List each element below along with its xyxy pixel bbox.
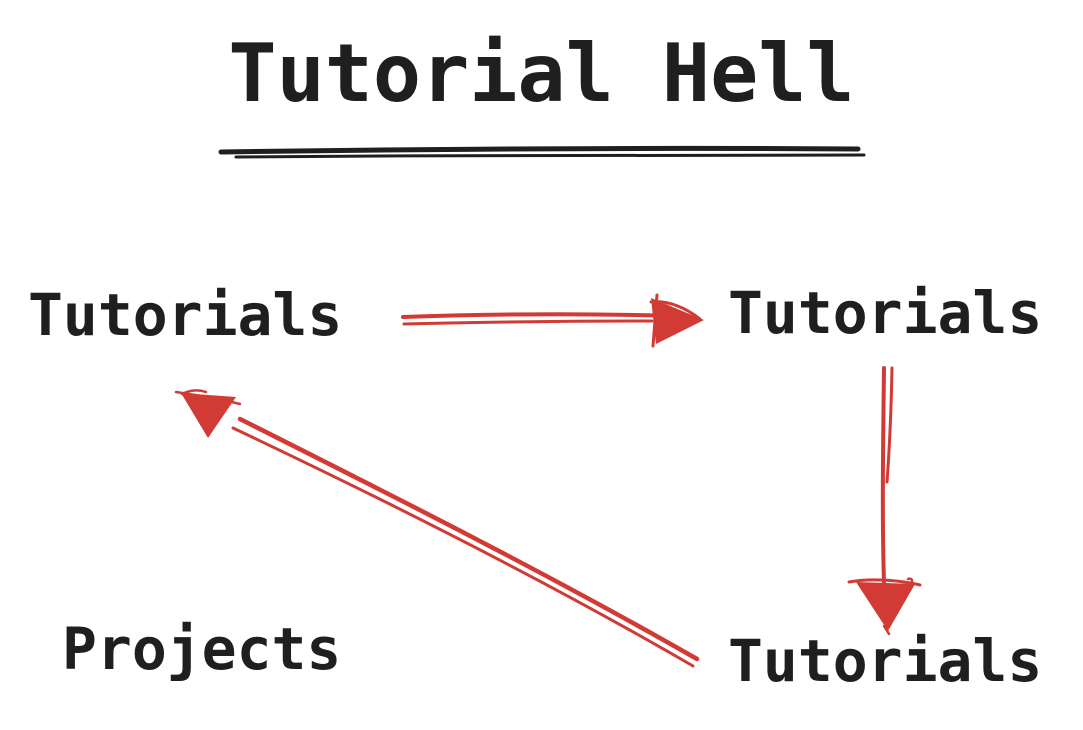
node-tutorials-left: Tutorials [28,281,343,349]
arrow-tutorials-right-to-tutorials-bottom-icon [847,366,922,636]
node-tutorials-bottom: Tutorials [728,627,1043,695]
title-underline [218,145,866,159]
arrow-tutorials-bottom-to-tutorials-left-icon [174,389,700,668]
node-projects: Projects [62,615,342,683]
page-title: Tutorial Hell [228,27,855,120]
node-tutorials-right: Tutorials [728,279,1043,347]
arrow-tutorials-left-to-tutorials-right-icon [401,293,704,348]
